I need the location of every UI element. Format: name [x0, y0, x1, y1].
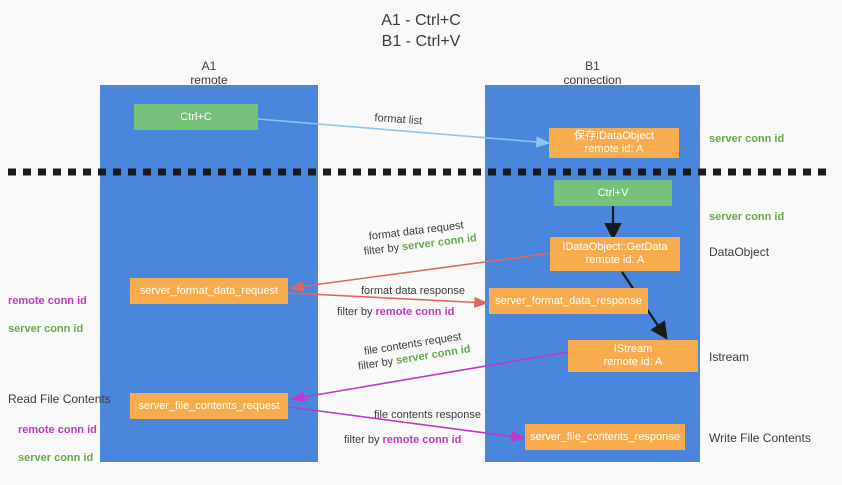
idataobject-getdata-node[interactable]: IDataObject::GetData remote id: A [550, 237, 680, 271]
edge-label-file-contents-response: file contents response [374, 409, 482, 421]
annotation-server-conn-id-top: server conn id [709, 133, 785, 145]
edge-label-format-data-response-filter: filter by remote conn id [337, 305, 454, 320]
column-header-b1: B1 connection [563, 59, 622, 87]
remote-conn-id-label-2: remote conn id [18, 424, 97, 436]
save-idataobject-node[interactable]: 保存IDataObject remote id: A [549, 128, 679, 158]
column-header-a1: A1 remote [190, 59, 228, 87]
annotation-conn-ids-format: remote conn id server conn id [8, 280, 87, 336]
annotation-write-file-contents: Write File Contents [709, 431, 811, 445]
server-format-data-response-node[interactable]: server_format_data_response [489, 288, 648, 314]
annotation-conn-ids-file: remote conn id server conn id [18, 409, 97, 465]
server-format-data-request-node[interactable]: server_format_data_request [130, 278, 288, 304]
filter-prefix-3: filter by [357, 354, 398, 373]
filter-value-remote-conn-id: remote conn id [375, 306, 455, 318]
edge-label-format-list: format list [374, 111, 423, 128]
server-conn-id-label: server conn id [8, 323, 84, 335]
server-file-contents-response-node[interactable]: server_file_contents_response [525, 424, 685, 450]
annotation-read-file-contents: Read File Contents [8, 392, 111, 406]
server-conn-id-label-2: server conn id [18, 452, 94, 464]
filter-value-remote-conn-id-2: remote conn id [382, 434, 462, 446]
istream-node[interactable]: IStream remote id: A [568, 340, 698, 372]
filter-prefix: filter by [363, 241, 403, 258]
annotation-dataobject: DataObject [709, 245, 770, 259]
annotation-server-conn-id-mid: server conn id [709, 211, 785, 223]
ctrl-c-node[interactable]: Ctrl+C [134, 104, 258, 130]
edge-label-format-data-response: format data response [361, 285, 465, 297]
edge-label-file-contents-response-filter: filter by remote conn id [344, 433, 461, 448]
filter-prefix-4: filter by [344, 434, 383, 446]
server-file-contents-request-node[interactable]: server_file_contents_request [130, 393, 288, 419]
page-title: A1 - Ctrl+C B1 - Ctrl+V [381, 12, 461, 50]
annotation-istream: Istream [709, 350, 750, 364]
remote-conn-id-label: remote conn id [8, 295, 87, 307]
filter-prefix-2: filter by [337, 306, 376, 318]
ctrl-v-node[interactable]: Ctrl+V [554, 180, 672, 206]
